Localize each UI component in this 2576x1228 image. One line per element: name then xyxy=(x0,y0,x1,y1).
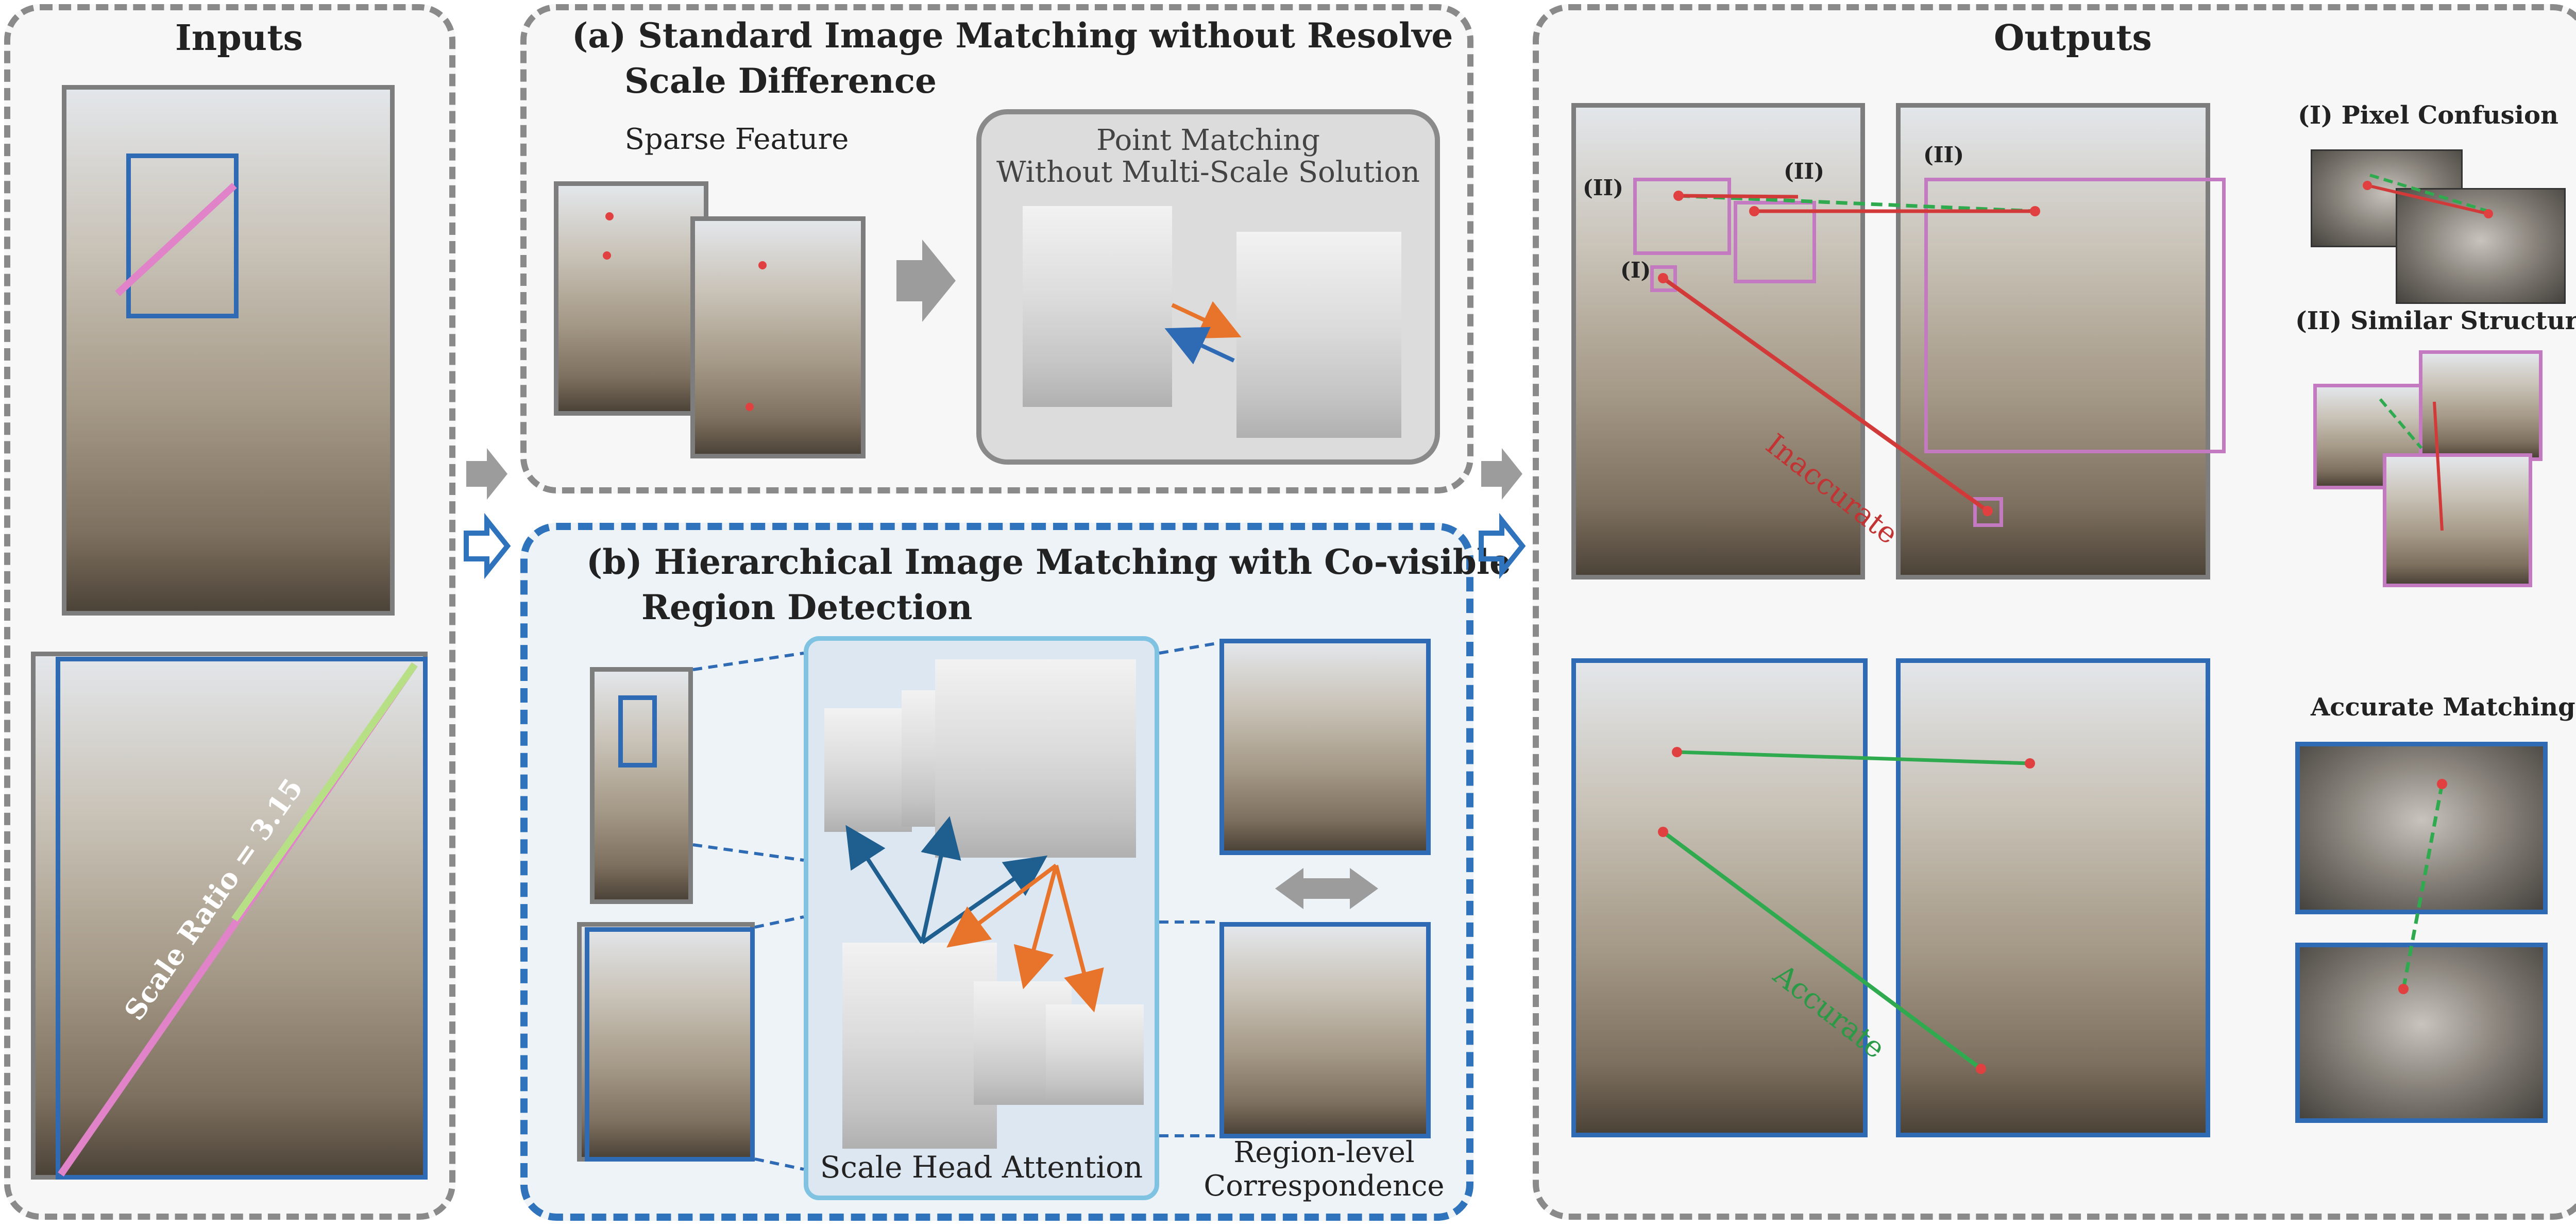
sha-arrow-navy-2 xyxy=(920,816,961,943)
sparse-point-1 xyxy=(605,212,614,220)
panel-b-title-line1: (b) Hierarchical Image Matching with Co-… xyxy=(586,542,1511,582)
pixel-confusion-patch-b xyxy=(2396,188,2566,304)
similar-structure-box-mid xyxy=(1734,201,1816,283)
sha-image-1 xyxy=(824,708,912,832)
arrow-a-to-outputs xyxy=(1481,448,1522,500)
connector-2 xyxy=(692,843,804,862)
region-image-bottom xyxy=(1219,922,1431,1138)
top-point-1 xyxy=(1673,191,1684,201)
bottom-point-4 xyxy=(1976,1064,1986,1074)
output-bottom-image-left xyxy=(1571,658,1868,1137)
point-matching-image-right xyxy=(1236,232,1401,438)
accurate-matching-title: Accurate Matching xyxy=(2311,693,2575,722)
sparse-feature-label: Sparse Feature xyxy=(624,123,849,156)
tag-ii-mid: (II) xyxy=(1784,159,1825,184)
panel-a-title-line2: Scale Difference xyxy=(624,61,937,101)
pc-point-2 xyxy=(2484,209,2493,218)
pixel-confusion-box-left xyxy=(1650,265,1677,292)
sha-image-4 xyxy=(842,943,997,1149)
sparse-point-2 xyxy=(603,251,611,260)
am-point-2 xyxy=(2398,984,2409,994)
connector-3 xyxy=(754,915,804,929)
input-scale-line-bottom-green xyxy=(231,662,418,922)
arrow-b-to-outputs xyxy=(1479,513,1526,579)
arrow-a-sparse-to-matching xyxy=(896,240,956,322)
sha-arrow-orange-2 xyxy=(1013,864,1058,990)
bottom-point-3 xyxy=(1658,827,1668,837)
am-point-1 xyxy=(2437,779,2447,789)
point-matching-line2: Without Multi-Scale Solution xyxy=(996,156,1420,189)
input-crop-box xyxy=(126,154,239,318)
sha-arrow-orange-3 xyxy=(1054,864,1104,1013)
similar-structure-box-left xyxy=(1633,178,1731,255)
accurate-matching-patch-bottom xyxy=(2295,943,2548,1123)
ss-line-red xyxy=(2433,401,2444,531)
region-level-line1: Region-level xyxy=(1233,1136,1415,1169)
top-match-green-dashed xyxy=(1678,194,2036,213)
bottom-match-1 xyxy=(1676,750,2030,765)
sha-arrow-orange-1 xyxy=(946,863,1058,948)
sha-image-6 xyxy=(1046,1004,1144,1105)
panel-a-title-line1: (a) Standard Image Matching without Reso… xyxy=(572,15,1453,56)
top-point-4 xyxy=(1658,273,1668,283)
panel-b-image-bottom xyxy=(577,922,755,1162)
ss-line-green xyxy=(2379,398,2423,449)
pc-line-green xyxy=(2369,174,2489,213)
sparse-point-3 xyxy=(758,261,767,269)
panel-b-image-top-crop xyxy=(618,695,657,768)
connector-4 xyxy=(754,1157,804,1171)
scale-head-attention-label: Scale Head Attention xyxy=(820,1150,1143,1185)
output-top-image-left xyxy=(1571,103,1865,579)
arrow-inputs-to-b xyxy=(464,513,511,579)
pixel-confusion-box xyxy=(1973,497,2003,527)
connector-1 xyxy=(692,652,804,671)
point-matching-line1: Point Matching xyxy=(1096,124,1320,157)
sparse-point-4 xyxy=(745,403,754,411)
sha-arrow-navy-1 xyxy=(845,825,924,944)
panel-b-image-bottom-crop xyxy=(585,927,755,1162)
tag-ii-left: (II) xyxy=(1583,175,1624,200)
inputs-title: Inputs xyxy=(175,18,303,59)
arrow-inputs-to-a xyxy=(466,448,507,500)
panel-a-image-left xyxy=(554,181,708,416)
similar-structure-title: (II) Similar Structure xyxy=(2295,306,2576,335)
scale-ratio-label: Scale Ratio = 3.15 xyxy=(117,772,309,1026)
sha-arrow-navy-3 xyxy=(921,855,1048,945)
panel-b-title-line2: Region Detection xyxy=(641,587,973,627)
region-level-line2: Correspondence xyxy=(1204,1169,1445,1203)
top-point-5 xyxy=(1982,506,1993,516)
tag-ii-right: (II) xyxy=(1923,142,1964,167)
outputs-title: Outputs xyxy=(1994,18,2152,59)
point-matching-image-left xyxy=(1023,206,1172,407)
input-zoom-frame xyxy=(56,657,428,1180)
bottom-point-1 xyxy=(1672,747,1682,757)
panel-a-image-right xyxy=(690,216,866,458)
sha-image-3 xyxy=(935,659,1136,858)
arrow-region-double xyxy=(1275,868,1378,909)
similar-structure-patch-c xyxy=(2383,453,2532,587)
am-line xyxy=(2401,783,2444,990)
pixel-confusion-title: (I) Pixel Confusion xyxy=(2298,101,2558,130)
panel-b-image-top xyxy=(590,667,693,904)
top-point-3 xyxy=(2030,206,2040,216)
match-arrow-blue xyxy=(1164,327,1235,365)
bottom-point-2 xyxy=(2025,758,2035,769)
input-image-top xyxy=(62,85,395,616)
pc-point-1 xyxy=(2363,181,2372,190)
bottom-match-2 xyxy=(1662,830,1982,1071)
match-arrow-orange xyxy=(1171,301,1242,339)
top-match-red-1 xyxy=(1678,194,1799,199)
output-bottom-image-right xyxy=(1896,658,2210,1137)
similar-structure-box-right xyxy=(1924,178,2226,453)
pc-line-red xyxy=(2367,184,2489,215)
region-image-top xyxy=(1219,639,1431,855)
input-scale-line-top xyxy=(115,182,237,297)
connector-5 xyxy=(1159,641,1220,655)
top-point-2 xyxy=(1749,206,1759,216)
top-match-red-long xyxy=(1662,276,1989,513)
tag-i: (I) xyxy=(1620,258,1651,283)
output-top-image-right xyxy=(1896,103,2210,579)
